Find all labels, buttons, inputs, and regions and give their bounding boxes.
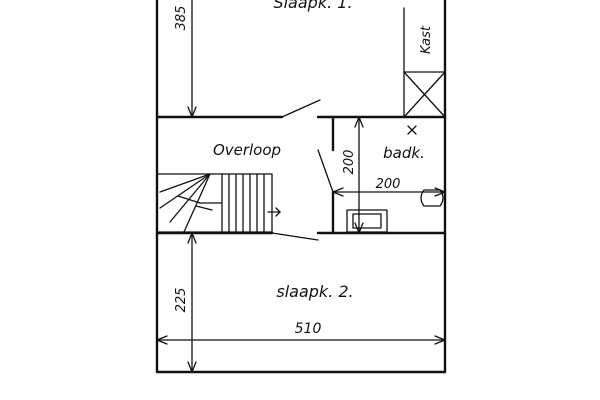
ceiling-point	[407, 125, 417, 135]
door-slaapk-1	[281, 99, 321, 118]
dimension-top-height	[187, 0, 197, 118]
dimension-total-width-label: 510	[295, 321, 322, 337]
dimension-bath-width	[332, 187, 446, 197]
staircase	[156, 173, 281, 233]
door-bathroom	[317, 149, 334, 193]
dimension-bottom-height	[187, 232, 197, 373]
room-label-slaapk-1: Slaapk. 1.	[273, 0, 352, 12]
room-label-overloop: Overloop	[213, 141, 281, 159]
dimension-bath-height-label: 200	[342, 150, 357, 175]
closet	[403, 7, 446, 118]
bathtub	[346, 209, 388, 233]
dimension-top-height-label: 385	[174, 6, 189, 31]
dimension-bottom-height-label: 225	[174, 288, 189, 313]
dimension-total-width	[156, 335, 446, 345]
door-slaapk-2	[271, 232, 319, 241]
room-label-slaapk-2: slaapk. 2.	[276, 282, 353, 301]
closet-label: Kast	[419, 25, 434, 54]
dimension-bath-height	[354, 116, 364, 234]
dimension-bath-width-label: 200	[376, 177, 401, 192]
room-label-badk: badk.	[383, 144, 425, 162]
interior-walls	[155, 115, 447, 235]
